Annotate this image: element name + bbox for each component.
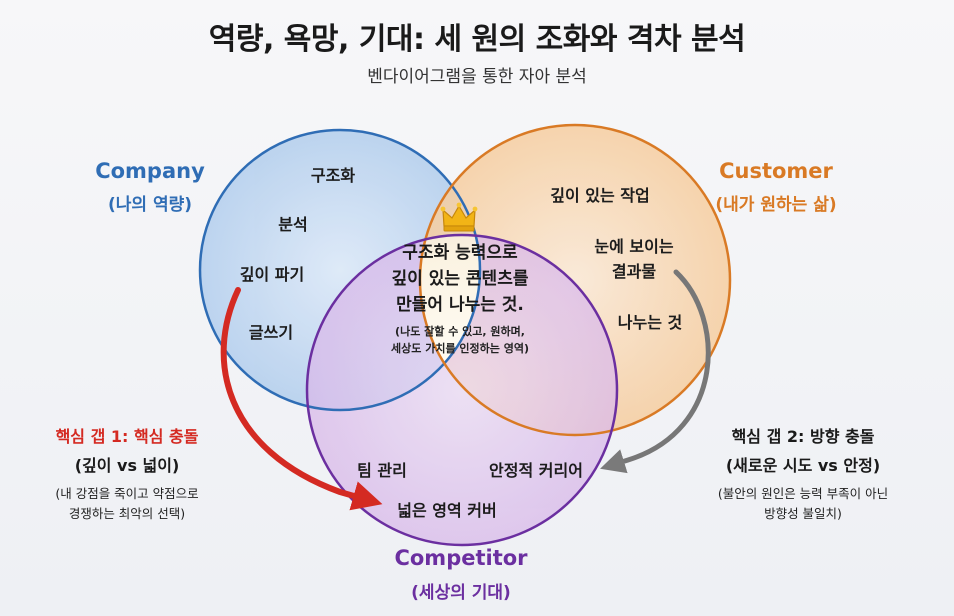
gap2-arrow bbox=[600, 269, 711, 474]
gap2-title: 핵심 갭 2: 방향 충돌 bbox=[731, 427, 875, 446]
customer-item: 나누는 것 bbox=[617, 313, 683, 332]
competitor-item: 팀 관리 bbox=[357, 461, 407, 480]
company-item: 구조화 bbox=[310, 166, 356, 185]
competitor-subtitle: (세상의 기대) bbox=[411, 583, 511, 603]
gap1-note: (내 강점을 죽이고 약점으로 bbox=[55, 486, 199, 501]
company-title: Company bbox=[95, 159, 205, 183]
competitor-title: Competitor bbox=[394, 546, 528, 570]
gap2-subtitle: (새로운 시도 vs 안정) bbox=[725, 456, 881, 475]
company-subtitle: (나의 역량) bbox=[107, 195, 193, 215]
customer-subtitle: (내가 원하는 삶) bbox=[715, 195, 837, 215]
customer-item: 눈에 보이는 bbox=[594, 237, 674, 256]
crown-icon bbox=[440, 202, 478, 232]
center-note: (나도 잘할 수 있고, 원하며, bbox=[395, 325, 525, 338]
customer-title: Customer bbox=[719, 159, 833, 183]
company-item: 글쓰기 bbox=[248, 323, 294, 342]
page-title: 역량, 욕망, 기대: 세 원의 조화와 격차 분석 bbox=[208, 22, 746, 57]
company-item: 분석 bbox=[278, 215, 308, 234]
competitor-circle bbox=[307, 235, 617, 545]
center-note: 세상도 가치를 인정하는 영역) bbox=[391, 342, 529, 355]
gap2-note: 방향성 불일치) bbox=[764, 506, 842, 521]
customer-item: 깊이 있는 작업 bbox=[550, 186, 650, 205]
gap1-title: 핵심 갭 1: 핵심 충돌 bbox=[55, 427, 199, 446]
gap1-note: 경쟁하는 최악의 선택) bbox=[68, 506, 186, 521]
gap1-arrow bbox=[220, 287, 383, 511]
customer-item: 결과물 bbox=[611, 262, 657, 281]
gap2-note: (불안의 원인은 능력 부족이 아닌 bbox=[717, 486, 889, 501]
center-line: 구조화 능력으로 bbox=[402, 243, 518, 263]
competitor-item: 안정적 커리어 bbox=[489, 461, 583, 480]
gap1-subtitle: (깊이 vs 넓이) bbox=[74, 456, 180, 475]
company-item: 깊이 파기 bbox=[239, 265, 305, 284]
competitor-item: 넓은 영역 커버 bbox=[397, 501, 497, 520]
page-subtitle: 벤다이어그램을 통한 자아 분석 bbox=[367, 67, 587, 87]
center-line: 깊이 있는 콘텐츠를 bbox=[391, 269, 529, 289]
center-line: 만들어 나누는 것. bbox=[396, 295, 524, 315]
